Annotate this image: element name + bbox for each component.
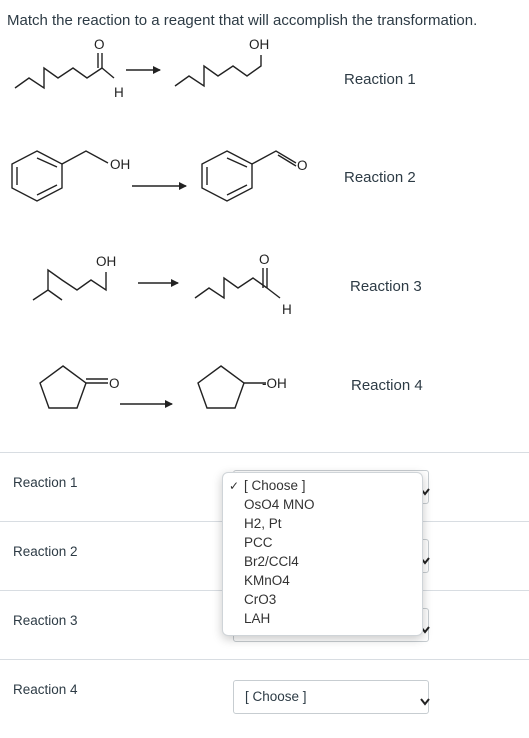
reaction-1-product-label-0: OH [249,37,269,52]
reaction-4-product-label-0: -OH [262,376,287,391]
reaction-4-product [197,365,266,409]
dropdown-option-pcc[interactable]: PCC [244,535,273,550]
reaction-2-label: Reaction 2 [344,169,416,186]
match-row-4: Reaction 4 [ Choose ] [0,659,529,729]
match-row-label: Reaction 4 [13,682,78,697]
reaction-1-product [174,55,262,88]
reaction-3-reactant [32,268,107,301]
question-text: Match the reaction to a reagent that wil… [7,12,478,29]
reaction-1-label: Reaction 1 [344,71,416,88]
reaction-3-product [194,268,281,300]
reaction-2-reactant-label-0: OH [110,157,130,172]
dropdown-option-oso4-mno[interactable]: OsO4 MNO [244,497,315,512]
reaction-3-product-label-0: O [259,252,270,267]
reagent-dropdown-menu: ✓ [ Choose ] OsO4 MNO H2, Pt PCC Br2/CCl… [222,472,423,636]
reaction-2-reactant [11,150,109,202]
dropdown-option-choose[interactable]: [ Choose ] [244,478,306,493]
reagent-select-4[interactable]: [ Choose ] [233,680,430,714]
dropdown-option-cro3[interactable]: CrO3 [244,592,277,607]
checkmark-icon: ✓ [229,479,240,493]
dropdown-option-lah[interactable]: LAH [244,611,271,626]
match-row-label: Reaction 2 [13,544,78,559]
dropdown-option-h2-pt[interactable]: H2, Pt [244,516,282,531]
reaction-3-reactant-label-0: OH [96,254,116,269]
reaction-scheme: O H OH Reaction 1 OH O Reaction 2 OH O H… [11,37,423,409]
dropdown-option-br2-ccl4[interactable]: Br2/CCl4 [244,554,299,569]
reaction-2-product [201,150,297,202]
dropdown-option-kmno4[interactable]: KMnO4 [244,573,290,588]
reaction-1-reactant-label-1: H [114,85,124,100]
reaction-4-reactant [39,365,108,409]
reaction-1-reactant-label-0: O [94,37,105,52]
reaction-4-label: Reaction 4 [351,377,423,394]
match-row-label: Reaction 3 [13,613,78,628]
reaction-2-product-label-0: O [297,158,308,173]
match-row-label: Reaction 1 [13,475,78,490]
select-value: [ Choose ] [245,689,307,704]
reaction-1-reactant [14,53,115,90]
reaction-4-reactant-label-0: O [109,376,120,391]
reaction-3-product-label-1: H [282,302,292,317]
reaction-3-label: Reaction 3 [350,278,422,295]
